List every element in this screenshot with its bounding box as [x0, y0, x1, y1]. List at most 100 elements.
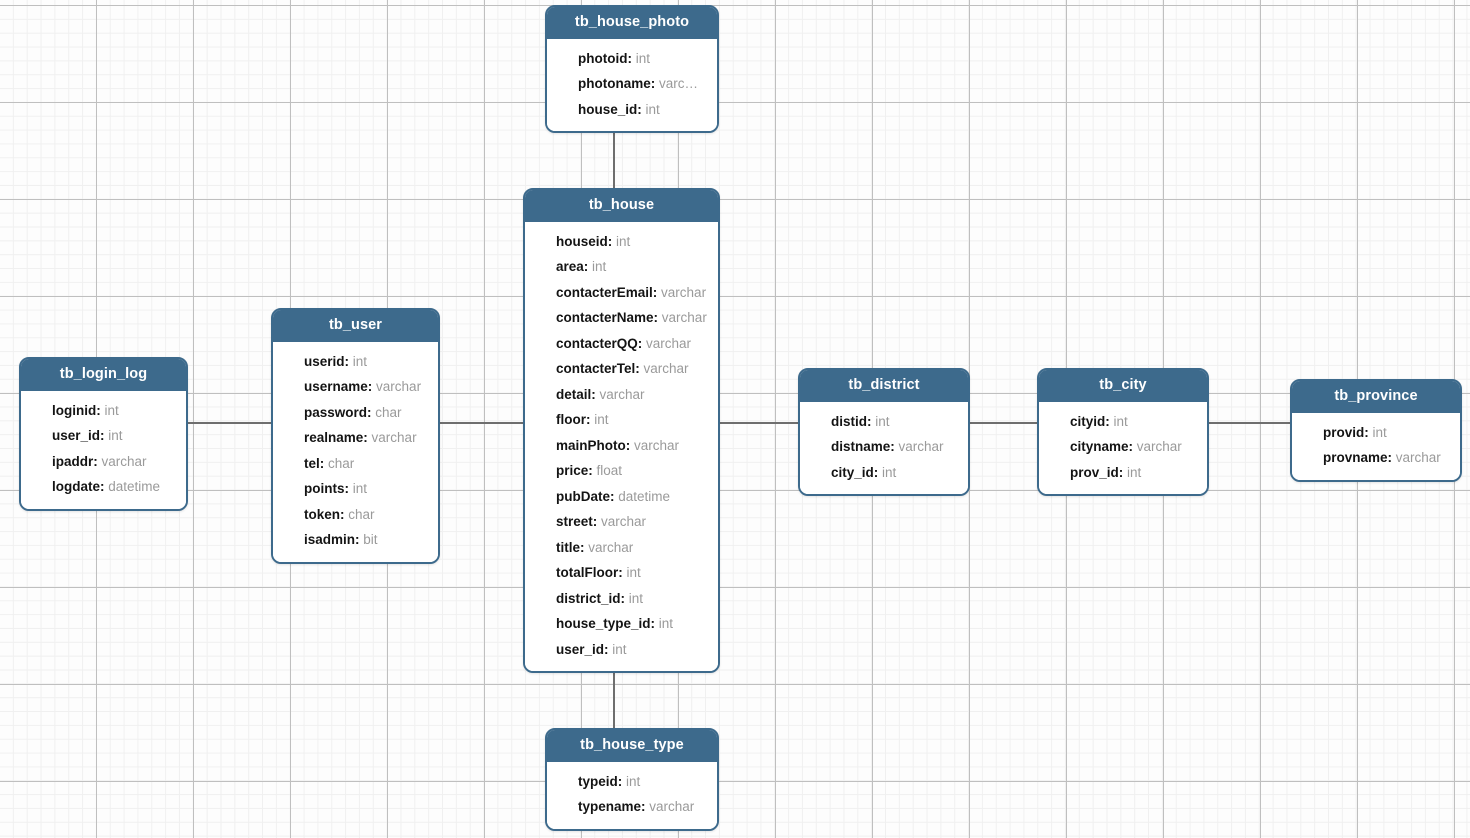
relationship-connector-tb_district-to-tb_city[interactable]	[969, 422, 1038, 424]
field-row[interactable]: user_id: int	[525, 637, 718, 663]
field-row[interactable]: detail: varchar	[525, 382, 718, 408]
field-row[interactable]: contacterName: varchar	[525, 305, 718, 331]
table-header-tb_house_photo[interactable]: tb_house_photo	[547, 7, 717, 39]
field-row[interactable]: userid: int	[273, 349, 438, 375]
field-row[interactable]: ipaddr: varchar	[21, 449, 186, 475]
field-type: bit	[363, 532, 378, 547]
field-row[interactable]: token: char	[273, 502, 438, 528]
field-separator: :	[652, 284, 662, 300]
field-row[interactable]: username: varchar	[273, 374, 438, 400]
field-row[interactable]: photoid: int	[547, 46, 717, 72]
field-row[interactable]: distid: int	[800, 409, 968, 435]
field-type: varchar	[1395, 450, 1441, 465]
field-row[interactable]: provname: varchar	[1292, 445, 1460, 471]
field-row[interactable]: house_type_id: int	[525, 611, 718, 637]
field-type: char	[348, 506, 375, 522]
field-separator: :	[637, 101, 646, 117]
table-header-tb_house_type[interactable]: tb_house_type	[547, 730, 717, 762]
field-row[interactable]: contacterTel: varchar	[525, 356, 718, 382]
field-row[interactable]: password: char	[273, 400, 438, 426]
field-name: contacterQQ	[556, 335, 638, 351]
relationship-connector-tb_house_photo-to-tb_house[interactable]	[613, 131, 615, 188]
field-name: house_type_id	[556, 616, 651, 631]
field-row[interactable]: typeid: int	[547, 769, 717, 795]
field-row[interactable]: cityid: int	[1039, 409, 1207, 435]
field-row[interactable]: typename: varchar	[547, 794, 717, 820]
field-name: city_id	[831, 464, 874, 480]
field-row[interactable]: house_id: int	[547, 97, 717, 123]
field-name: distid	[831, 413, 867, 429]
field-separator: :	[340, 506, 349, 522]
field-row[interactable]: provid: int	[1292, 420, 1460, 446]
field-row[interactable]: contacterQQ: varchar	[525, 331, 718, 357]
relationship-connector-tb_house-to-tb_house_type[interactable]	[613, 666, 615, 728]
table-header-tb_district[interactable]: tb_district	[800, 370, 968, 402]
field-name: isadmin	[304, 532, 356, 547]
field-name: loginid	[52, 402, 97, 418]
field-type: varc…	[659, 76, 699, 91]
field-row[interactable]: contacterEmail: varchar	[525, 280, 718, 306]
field-name: mainPhoto	[556, 437, 626, 453]
field-row[interactable]: street: varchar	[525, 509, 718, 535]
field-name: floor	[556, 412, 586, 427]
field-type: varchar	[649, 799, 695, 814]
field-row[interactable]: points: int	[273, 476, 438, 502]
field-row[interactable]: totalFloor: int	[525, 560, 718, 586]
field-separator: :	[588, 463, 597, 478]
field-separator: :	[867, 413, 876, 429]
table-header-tb_city[interactable]: tb_city	[1039, 370, 1207, 402]
field-separator: :	[93, 453, 102, 469]
field-type: varchar	[599, 386, 645, 402]
relationship-connector-tb_login_log-to-tb_user[interactable]	[188, 422, 272, 424]
field-row[interactable]: mainPhoto: varchar	[525, 433, 718, 459]
field-type: varchar	[643, 361, 689, 376]
field-row[interactable]: prov_id: int	[1039, 460, 1207, 486]
relationship-connector-tb_user-to-tb_house[interactable]	[440, 422, 524, 424]
field-row[interactable]: photoname: varc…	[547, 71, 717, 97]
field-type: int	[594, 412, 609, 427]
field-name: price	[556, 463, 589, 478]
field-row[interactable]: loginid: int	[21, 398, 186, 424]
field-row[interactable]: price: float	[525, 458, 718, 484]
table-header-tb_login_log[interactable]: tb_login_log	[21, 359, 186, 391]
field-row[interactable]: houseid: int	[525, 229, 718, 255]
field-row[interactable]: area: int	[525, 254, 718, 280]
field-row[interactable]: isadmin: bit	[273, 527, 438, 553]
field-row[interactable]: logdate: datetime	[21, 474, 186, 500]
field-row[interactable]: cityname: varchar	[1039, 434, 1207, 460]
field-row[interactable]: tel: char	[273, 451, 438, 477]
field-separator: :	[617, 773, 627, 789]
relationship-connector-tb_house-to-tb_district[interactable]	[720, 422, 799, 424]
field-row[interactable]: floor: int	[525, 407, 718, 433]
table-header-tb_user[interactable]: tb_user	[273, 310, 438, 342]
field-separator: :	[363, 430, 372, 445]
field-row[interactable]: distname: varchar	[800, 434, 968, 460]
field-name: tel	[304, 455, 320, 471]
field-type: int	[592, 259, 607, 274]
table-header-tb_province[interactable]: tb_province	[1292, 381, 1460, 413]
field-row[interactable]: district_id: int	[525, 586, 718, 612]
field-separator: :	[344, 353, 353, 369]
field-row[interactable]: title: varchar	[525, 535, 718, 561]
field-separator: :	[100, 479, 109, 494]
field-separator: :	[100, 428, 109, 443]
table-header-tb_house[interactable]: tb_house	[525, 190, 718, 222]
field-type: int	[1127, 464, 1142, 480]
field-row[interactable]: pubDate: datetime	[525, 484, 718, 510]
field-row[interactable]: city_id: int	[800, 460, 968, 486]
field-row[interactable]: realname: varchar	[273, 425, 438, 451]
field-type: varchar	[601, 514, 647, 529]
field-row[interactable]: user_id: int	[21, 423, 186, 449]
relationship-connector-tb_city-to-tb_province[interactable]	[1208, 422, 1291, 424]
